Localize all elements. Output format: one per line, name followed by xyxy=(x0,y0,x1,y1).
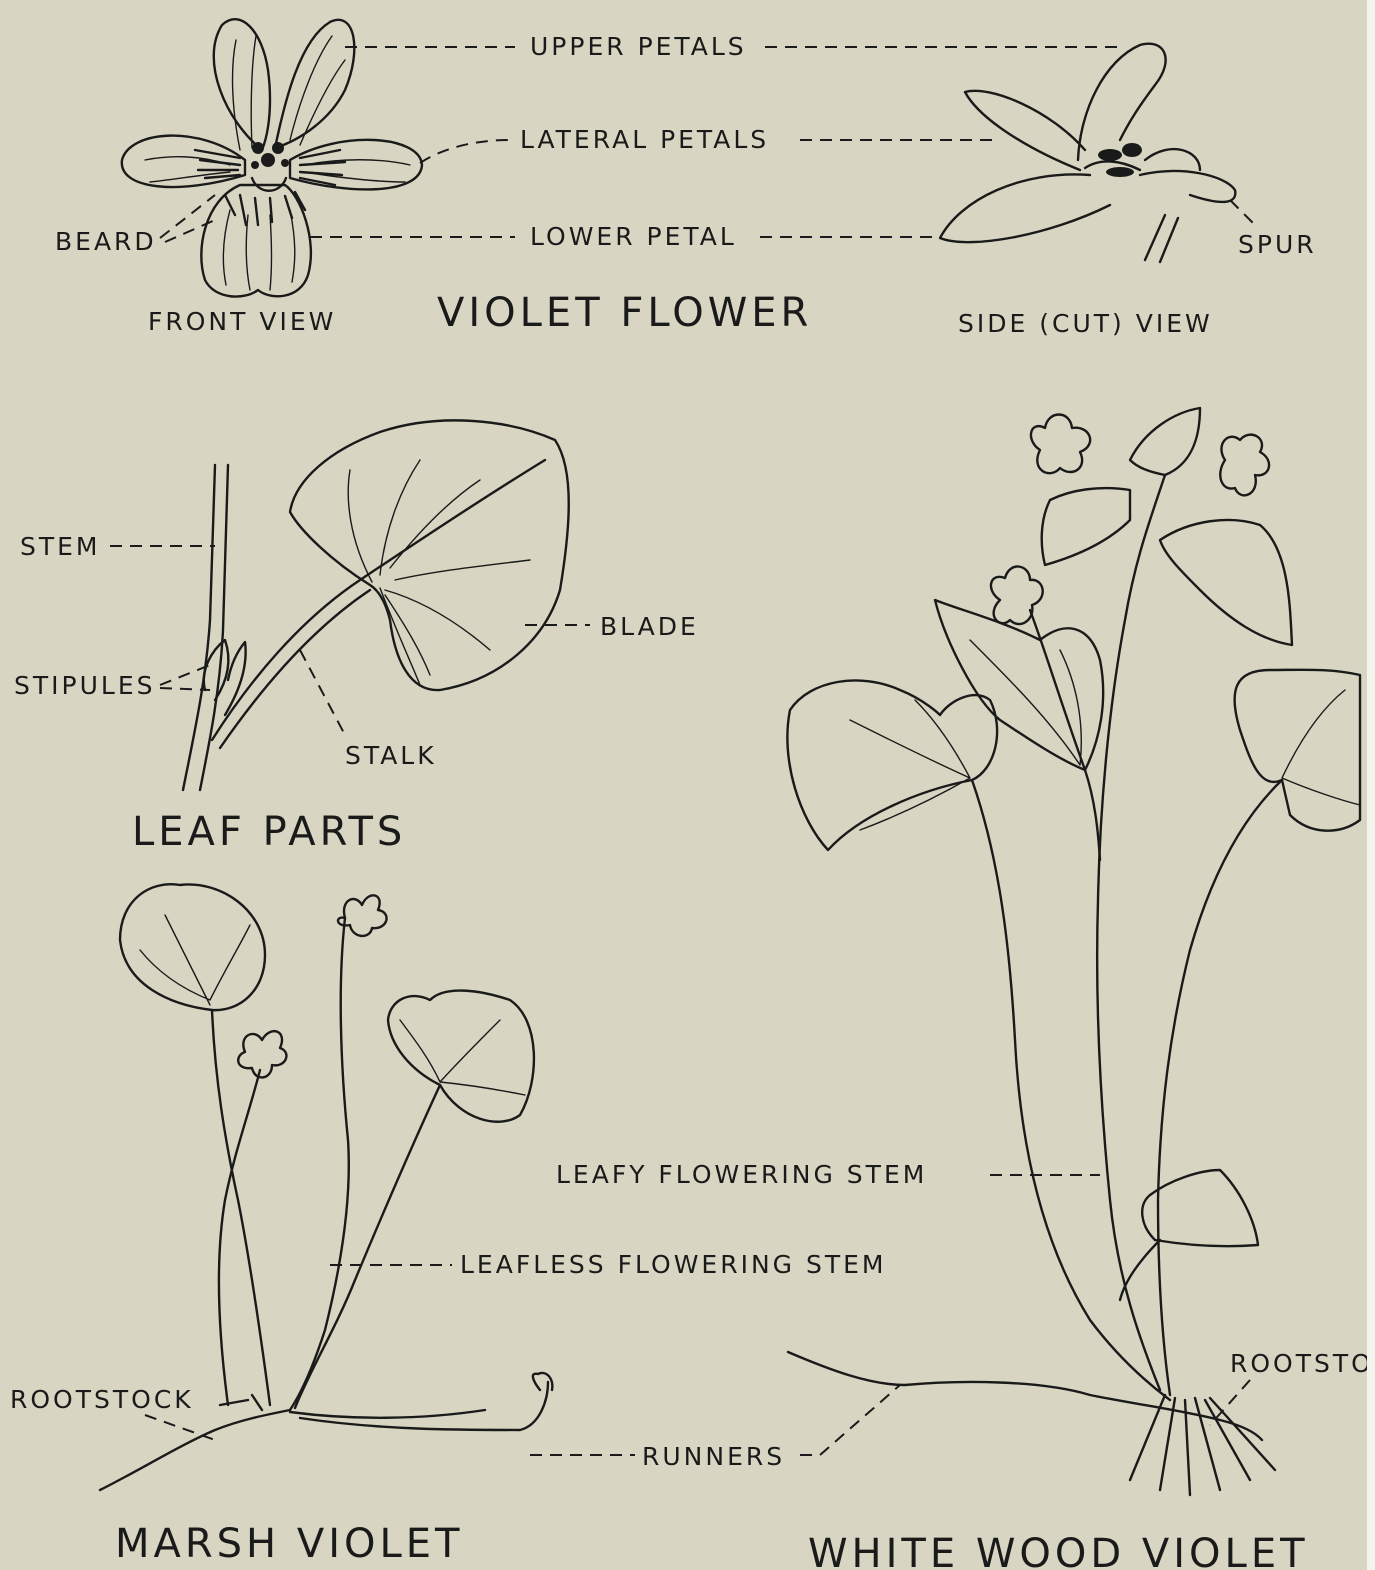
marsh-runners xyxy=(290,1373,552,1430)
marsh-flower-top xyxy=(338,895,387,936)
marsh-leaf-right xyxy=(388,991,534,1122)
white-flower-3 xyxy=(991,566,1043,624)
leaf-parts-drawing xyxy=(183,420,569,790)
petal-veins xyxy=(145,36,410,290)
side-upper-petal xyxy=(1078,44,1166,160)
marsh-leaf-left xyxy=(120,884,265,1010)
label-leafless-flowering-stem: LEAFLESS FLOWERING STEM xyxy=(460,1250,887,1279)
white-leaf-mid xyxy=(935,600,1103,770)
upper-petal-left xyxy=(214,19,270,150)
label-stalk: STALK xyxy=(345,741,437,770)
leaf-main-stem xyxy=(183,465,228,790)
white-roots xyxy=(1130,1395,1275,1495)
front-view-caption: FRONT VIEW xyxy=(148,307,336,336)
marsh-stems xyxy=(212,918,440,1410)
leaf-stalk xyxy=(212,460,545,748)
lateral-petal-left xyxy=(122,136,245,187)
label-upper-petals: UPPER PETALS xyxy=(530,32,747,61)
leaf-parts-title: LEAF PARTS xyxy=(132,809,406,855)
white-stems xyxy=(972,475,1282,1400)
marsh-flower-small xyxy=(238,1031,286,1077)
side-stalk xyxy=(1145,215,1178,262)
leaf-stipules xyxy=(204,640,246,715)
label-lower-petal: LOWER PETAL xyxy=(530,222,737,251)
label-rootstock-white: ROOTSTO xyxy=(1230,1349,1374,1378)
upper-petal-right xyxy=(275,20,354,148)
white-leaf-top xyxy=(1130,408,1200,475)
label-stem: STEM xyxy=(20,532,101,561)
white-wood-violet-title: WHITE WOOD VIOLET xyxy=(808,1531,1309,1570)
flower-center xyxy=(251,142,289,191)
white-rootstock xyxy=(788,1352,1262,1440)
front-view-flower xyxy=(122,19,422,296)
label-rootstock-marsh: ROOTSTOCK xyxy=(10,1385,194,1414)
side-lateral-petal xyxy=(965,91,1085,170)
label-spur: SPUR xyxy=(1238,230,1317,259)
violet-flower-title: VIOLET FLOWER xyxy=(437,290,812,336)
label-blade: BLADE xyxy=(600,612,699,641)
leaf-labels: STEM STIPULES BLADE STALK xyxy=(14,532,699,770)
marsh-rootstock xyxy=(100,1410,290,1490)
side-view-flower xyxy=(940,44,1235,262)
side-view-caption: SIDE (CUT) VIEW xyxy=(958,309,1213,338)
white-leaf-large-left xyxy=(787,680,997,850)
side-lower-petal xyxy=(940,174,1110,242)
white-flower-1 xyxy=(1031,415,1090,474)
marsh-labels: ROOTSTOCK RUNNERS LEAFLESS FLOWERING STE… xyxy=(10,1250,900,1471)
label-beard: BEARD xyxy=(55,227,157,256)
side-spur xyxy=(1140,171,1235,202)
label-runners: RUNNERS xyxy=(642,1442,785,1471)
label-leafy-flowering-stem: LEAFY FLOWERING STEM xyxy=(556,1160,927,1189)
label-lateral-petals: LATERAL PETALS xyxy=(520,125,769,154)
white-leaf-upper-left xyxy=(1042,488,1130,565)
page-edge-strip xyxy=(1367,0,1375,1570)
leaf-veins xyxy=(348,460,530,685)
white-labels: LEAFY FLOWERING STEM ROOTSTO xyxy=(556,1160,1374,1425)
marsh-violet-title: MARSH VIOLET xyxy=(115,1521,464,1567)
white-wood-violet-drawing xyxy=(787,408,1360,1495)
side-reproductive-parts xyxy=(1085,143,1142,177)
label-stipules: STIPULES xyxy=(14,671,155,700)
white-leaf-upper-right xyxy=(1160,520,1292,645)
leaf-blade xyxy=(290,420,569,690)
white-flower-2 xyxy=(1220,435,1269,496)
